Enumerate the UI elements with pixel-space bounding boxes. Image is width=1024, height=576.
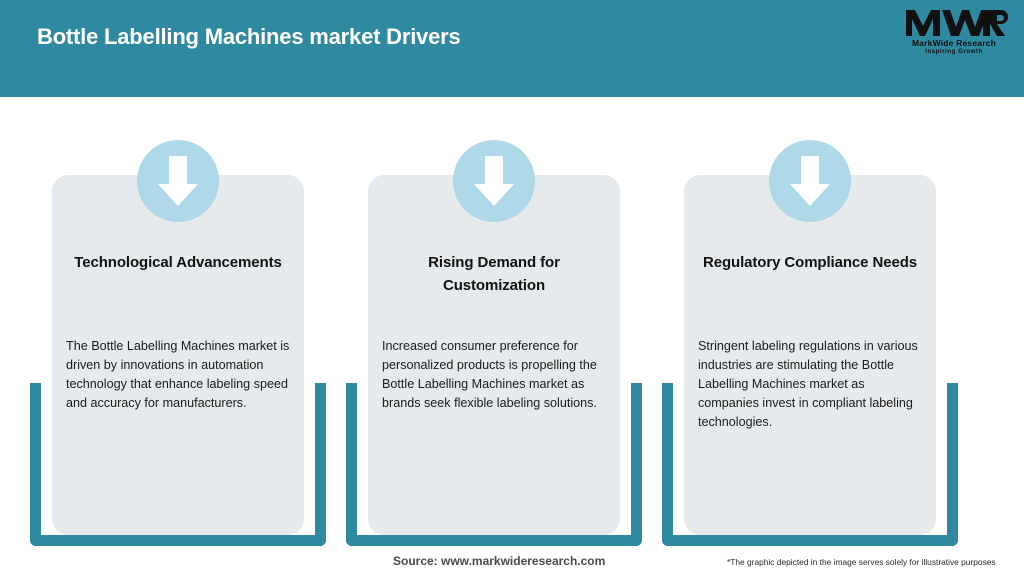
down-arrow-icon (137, 140, 219, 222)
card-bracket (662, 383, 958, 546)
card-panel: Regulatory Compliance Needs Stringent la… (684, 175, 936, 535)
down-arrow-icon (453, 140, 535, 222)
page-header: Bottle Labelling Machines market Drivers… (0, 0, 1024, 97)
driver-card-2[interactable]: Rising Demand for Customization Increase… (338, 97, 650, 576)
card-body: Stringent labeling regulations in variou… (698, 339, 918, 429)
drivers-stage: Technological Advancements The Bottle La… (0, 97, 1024, 576)
card-title: Rising Demand for Customization (428, 254, 560, 294)
card-body: Increased consumer preference for person… (382, 339, 597, 410)
brand-logo: MarkWide Research Inspiring Growth (900, 8, 1008, 60)
disclaimer-note: *The graphic depicted in the image serve… (727, 557, 996, 567)
page-title: Bottle Labelling Machines market Drivers (37, 24, 461, 49)
card-bracket (30, 383, 326, 546)
card-panel: Technological Advancements The Bottle La… (52, 175, 304, 535)
card-body: The Bottle Labelling Machines market is … (66, 339, 290, 410)
driver-card-1[interactable]: Technological Advancements The Bottle La… (22, 97, 334, 576)
card-panel: Rising Demand for Customization Increase… (368, 175, 620, 535)
mwr-logo-icon (900, 8, 1008, 38)
card-title: Regulatory Compliance Needs (702, 254, 918, 271)
source-label: Source: www.markwideresearch.com (393, 554, 606, 568)
driver-card-3[interactable]: Regulatory Compliance Needs Stringent la… (654, 97, 966, 576)
card-title: Technological Advancements (74, 254, 282, 271)
logo-company-name: MarkWide Research (911, 38, 997, 48)
down-arrow-icon (769, 140, 851, 222)
logo-tagline: Inspiring Growth (925, 49, 983, 55)
card-bracket (346, 383, 642, 546)
